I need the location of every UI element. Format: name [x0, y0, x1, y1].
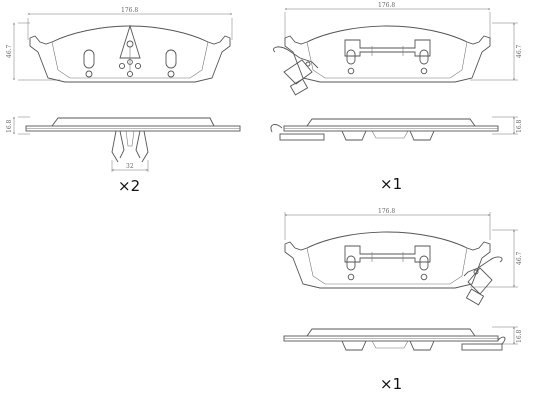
height-label-c: 46.7: [516, 251, 523, 265]
pad-side-view-a: 16.8 32: [6, 116, 241, 172]
width-dimension-b: 176.8: [284, 2, 491, 40]
height-dimension-a: 46.7: [6, 22, 60, 81]
pad-set-a: 176.8 46.7: [6, 7, 241, 195]
height-label-a: 46.7: [6, 44, 13, 58]
pad-set-c: 176.8 46.7 16.8: [283, 208, 523, 393]
height-dimension-c: 46.7: [470, 229, 523, 288]
quantity-b: ×1: [380, 175, 402, 193]
thickness-label-c: 16.8: [516, 329, 523, 343]
pad-set-b: 176.8 46.7: [270, 2, 523, 193]
width-label-c: 176.8: [378, 208, 395, 215]
width-dimension-c: 176.8: [284, 208, 491, 240]
height-label-b: 46.7: [516, 44, 523, 58]
pad-side-view-c: 16.8: [283, 326, 523, 351]
width-label-b: 176.8: [378, 2, 395, 9]
width-dimension-a: 176.8: [27, 7, 233, 40]
quantity-a: ×2: [118, 177, 140, 195]
pad-front-view-c: [284, 231, 503, 306]
pad-front-view-b: [273, 25, 491, 96]
width-label-a: 176.8: [121, 7, 138, 14]
quantity-c: ×1: [380, 375, 402, 393]
height-dimension-b: 46.7: [470, 22, 523, 81]
clip-width-label-a: 32: [126, 163, 134, 170]
pad-side-view-b: 16.8: [270, 116, 523, 141]
thickness-label-a: 16.8: [6, 119, 13, 133]
thickness-label-b: 16.8: [516, 119, 523, 133]
pad-front-view-a: [29, 24, 231, 83]
